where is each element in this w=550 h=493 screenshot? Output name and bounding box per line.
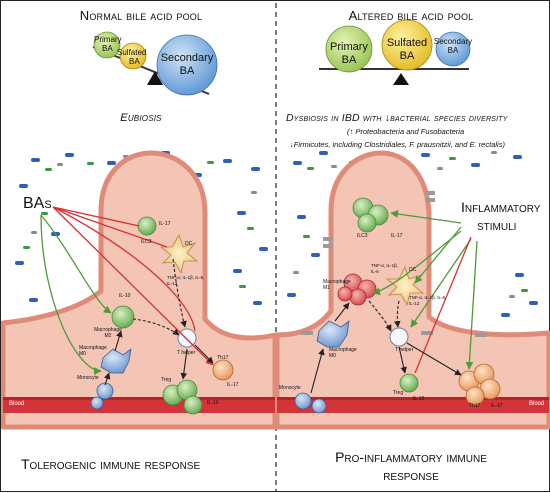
left-dc-label: DC — [185, 241, 193, 247]
right-treg-il10: IL-10 — [413, 396, 425, 402]
right-monocyte-label: Monocyte — [279, 385, 301, 391]
stimuli-label-1: Inflammatory — [461, 199, 541, 215]
left-treg-il10: IL-10 — [207, 400, 219, 406]
left-m2-label: Macrophage M2 — [94, 327, 122, 339]
right-balance — [319, 19, 471, 85]
left-secondary-label-1: Secondary — [160, 52, 214, 64]
left-th17-il17: IL-17 — [227, 382, 239, 388]
left-m0-label: Macrophage M0 — [79, 345, 107, 357]
bas-arrows — [52, 206, 214, 366]
right-dc-cytokines: TNF-α, IL-1β, IL-6, IL-12 — [409, 295, 447, 306]
right-response-line1: Pro-inflammatory immune — [335, 449, 487, 465]
left-title: Normal bile acid pool — [79, 8, 203, 23]
right-th17-cluster — [458, 363, 501, 406]
right-m0-label: Macrophage M0 — [329, 347, 357, 359]
left-monocyte-label: Monocyte — [77, 375, 99, 381]
left-sulfated-label-1: Sulfated — [117, 48, 147, 57]
left-treg-cluster — [162, 379, 203, 415]
left-sulfated-label-2: BA — [129, 57, 140, 66]
right-ilc3-cluster — [352, 197, 389, 233]
stimuli-label-2: stimuli — [477, 217, 517, 233]
right-ilc3-label: ILC3 — [357, 233, 368, 239]
left-response: Tolerogenic immune response — [21, 456, 201, 472]
right-blood-label: Blood — [529, 401, 545, 407]
left-dc-cytokines: TNF-α, IL-1β, IL-6, IL-12 — [167, 275, 205, 286]
right-m1-cluster — [337, 273, 377, 306]
right-thelper-label: T helper — [395, 347, 414, 353]
right-secondary-label-2: BA — [447, 46, 459, 55]
left-ilc3-label: ILC3 — [141, 239, 152, 245]
left-blood-label: Blood — [9, 401, 25, 407]
left-treg-label: Treg — [161, 377, 172, 383]
left-ilc3-il17: IL-17 — [159, 221, 171, 227]
right-treg-label: Treg — [393, 390, 404, 396]
stimuli-green-arrows — [372, 210, 478, 370]
right-m1-tnf: TNF-α, IL-1β, IL-6 — [371, 263, 398, 274]
bas-green-arrows — [40, 214, 112, 375]
right-state-line1: Dysbiosis in IBD with ↓bacterial species… — [286, 112, 508, 124]
right-primary-label-1: Primary — [330, 41, 368, 53]
left-blood-vessel — [3, 397, 275, 413]
right-ilc3-il17: IL-17 — [391, 233, 403, 239]
left-state: Eubiosis — [120, 112, 162, 124]
right-state-line2: (↑ Proteobacteria and Fusobacteria — [347, 127, 465, 136]
right-th17-label: Th17 — [469, 403, 481, 409]
epithelial-gaps — [301, 191, 487, 337]
right-th17-il17: IL-17 — [491, 403, 503, 409]
right-sulfated-label-1: Sulfated — [386, 37, 428, 49]
right-secondary-label-1: Secondary — [433, 37, 473, 46]
right-state-line3: ↓Firmicutes, including Clostridiales, F.… — [290, 140, 505, 149]
left-il10: IL-10 — [119, 293, 131, 299]
stimuli-red-lines — [414, 236, 472, 374]
right-response-line2: response — [383, 467, 439, 483]
right-primary-label-2: BA — [341, 54, 357, 66]
right-sulfated-label-2: BA — [399, 50, 415, 62]
left-primary-label-2: BA — [102, 44, 113, 53]
right-m1-label: Macrophage M1 — [323, 279, 351, 291]
left-primary-label-1: Primary — [94, 35, 122, 44]
left-th17-label: Th17 — [217, 355, 229, 361]
left-secondary-label-2: BA — [179, 65, 195, 77]
left-balance — [92, 31, 218, 96]
right-dc-label: DC — [409, 267, 417, 273]
right-title: Altered bile acid pool — [348, 8, 474, 23]
left-thelper-label: T helper — [177, 350, 196, 356]
bas-label: BAs — [23, 195, 52, 212]
